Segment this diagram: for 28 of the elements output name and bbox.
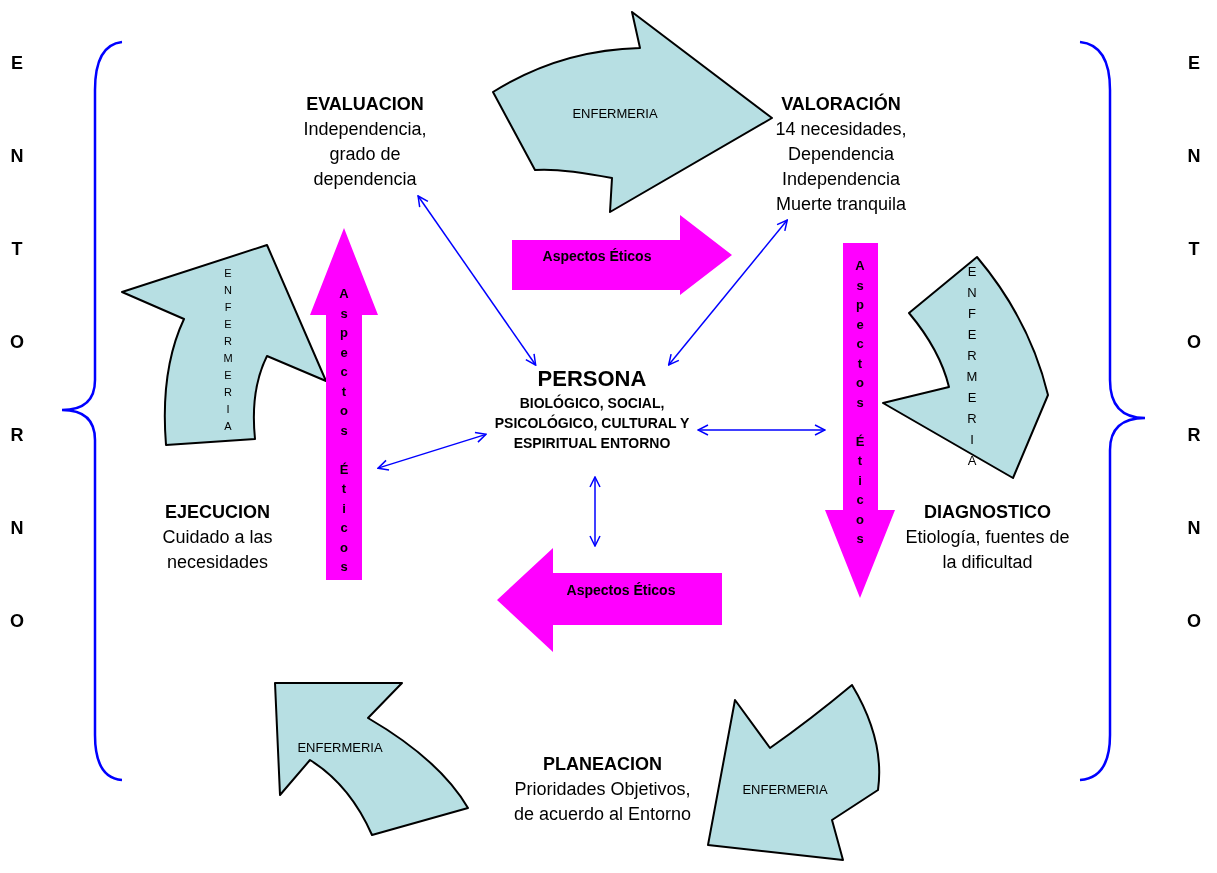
stage-description: Independencia, grado de dependencia <box>302 118 428 191</box>
stage-title: VALORACIÓN <box>781 92 901 116</box>
arrow-label: Aspectos Éticos <box>855 256 865 548</box>
stage-title: DIAGNOSTICO <box>924 501 1051 524</box>
stage-description: Cuidado a las necesidades <box>161 526 274 574</box>
arrow-label: Aspectos Éticos <box>339 284 349 576</box>
vertical-label: ENTORNO <box>9 52 25 633</box>
double-arrow <box>697 424 826 436</box>
stage-description: BIOLÓGICO, SOCIAL, PSICOLÓGICO, CULTURAL Y ESPIRITUAL ENTORNO <box>493 393 691 453</box>
double-arrow <box>377 431 487 471</box>
arrow-label: ENFERMERIA <box>297 739 383 758</box>
arrow-label: ENFERMERIA <box>572 105 658 124</box>
stage-title: EVALUACION <box>306 93 424 116</box>
stage-description: Etiología, fuentes de la dificultad <box>904 526 1071 574</box>
double-arrow <box>667 219 788 366</box>
double-arrow <box>417 195 537 366</box>
stage-title: PERSONA <box>537 365 647 393</box>
stage-title: PLANEACION <box>543 753 662 776</box>
arrow-label: Aspectos Éticos <box>566 580 676 600</box>
stage-description: 14 necesidades, Dependencia Independencia Muerte tranquila <box>774 118 908 216</box>
arrow-label: Aspectos Éticos <box>542 246 652 266</box>
stage-description: Prioridades Objetivos, de acuerdo al Entorno <box>512 778 693 826</box>
arrow-label: ENFERMERIA <box>742 781 828 800</box>
stage-title: EJECUCION <box>165 501 270 524</box>
double-arrow <box>589 476 601 547</box>
arrow-label: ENFERMERIA <box>966 263 978 470</box>
arrow-label: ENFERMERIA <box>223 266 233 434</box>
vertical-label: ENTORNO <box>1186 52 1202 633</box>
